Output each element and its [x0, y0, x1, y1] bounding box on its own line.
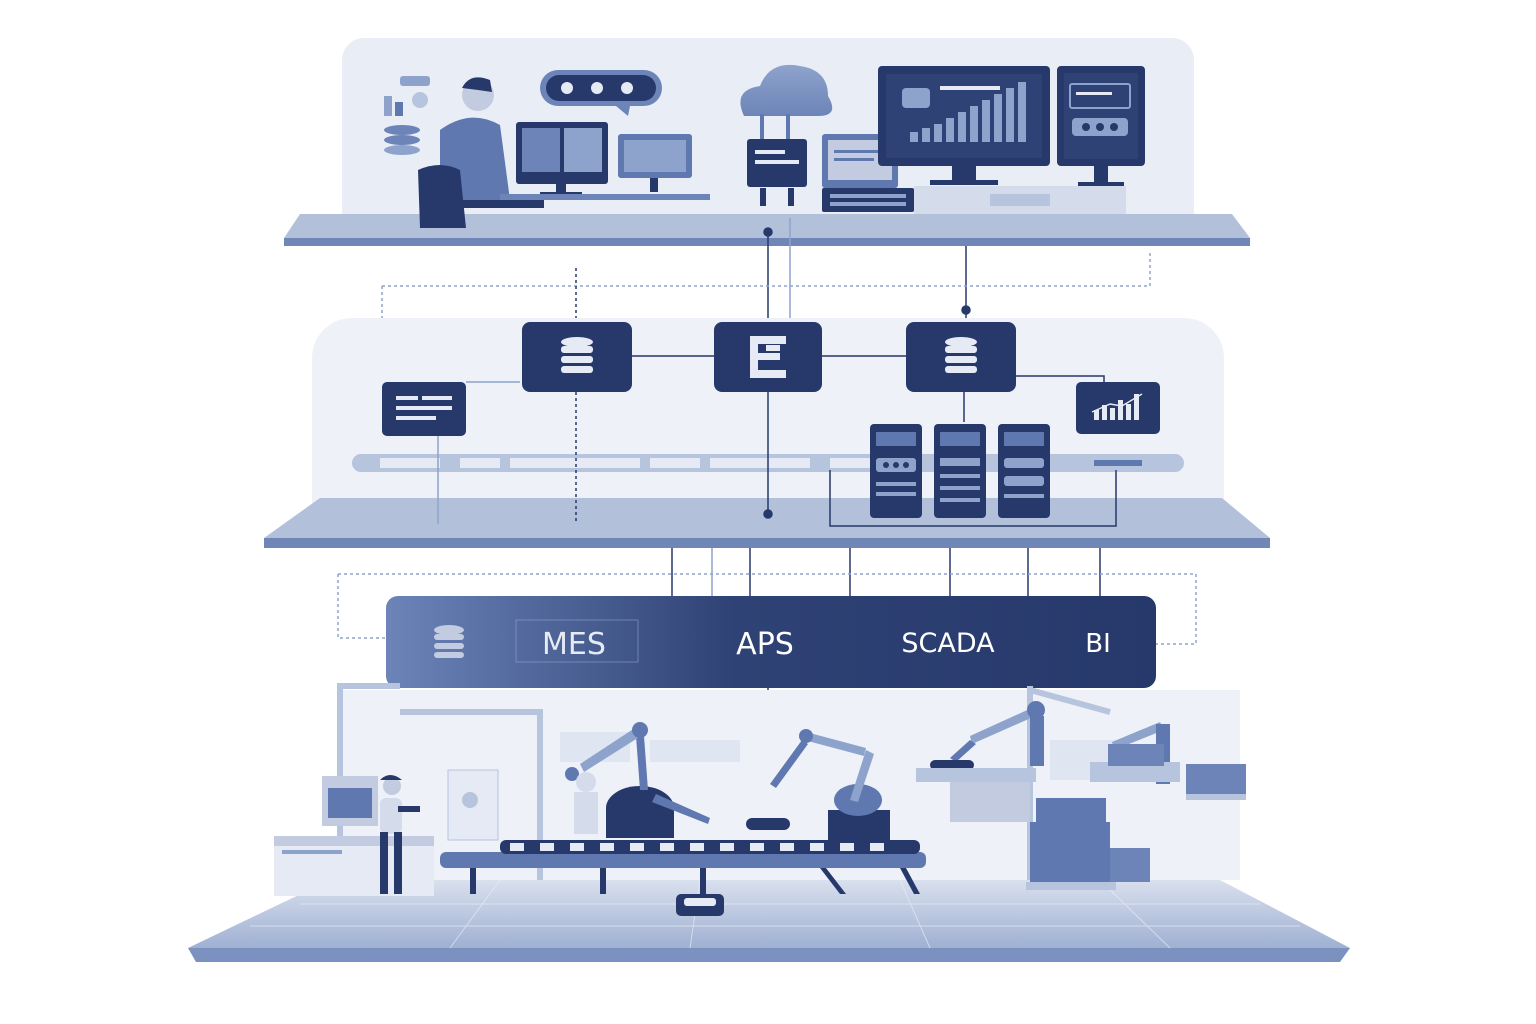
integration-layer	[264, 318, 1270, 548]
person-at-desk-icon	[418, 77, 544, 228]
pallet-stack-icon	[1108, 744, 1246, 882]
pallet-stack-icon	[1026, 798, 1116, 890]
keyboard-console-icon	[822, 134, 914, 212]
database-icon	[434, 625, 464, 658]
data-bus-segments	[380, 458, 870, 468]
erp-logo-icon	[750, 336, 786, 378]
system-label-bi[interactable]: BI	[1085, 629, 1111, 659]
dashboard-bar-chart	[910, 82, 1026, 142]
erp-node-center[interactable]	[714, 322, 822, 392]
connector-lines-middle	[437, 352, 1117, 527]
robot-arm-icon	[746, 729, 890, 842]
factory-floor	[188, 880, 1350, 948]
worker-icon	[380, 775, 420, 894]
analytics-monitor-icon	[1057, 66, 1145, 187]
enterprise-layer	[284, 38, 1250, 246]
bus-port	[1094, 460, 1142, 466]
database-icon	[561, 337, 593, 373]
server-card-icon	[747, 139, 807, 206]
bar-chart-icon[interactable]	[1076, 382, 1160, 434]
locker-icon	[447, 769, 499, 841]
agv-cart-icon	[676, 894, 724, 916]
server-rack-icon[interactable]	[998, 424, 1050, 518]
cloud-icon	[740, 64, 833, 140]
control-station-icon	[274, 776, 434, 896]
database-node-right[interactable]	[906, 322, 1016, 392]
console-cabinet-detail	[990, 194, 1050, 206]
robot-arm-icon	[565, 722, 710, 838]
floor-grid	[250, 879, 1300, 949]
robot-arm-icon	[916, 701, 1045, 822]
database-icon	[945, 337, 977, 373]
system-label-scada[interactable]: SCADA	[901, 628, 995, 659]
desk	[500, 194, 710, 200]
dashboard-monitor-icon	[878, 66, 1050, 185]
workstation-monitor-icon	[516, 122, 608, 196]
server-rack-icon[interactable]	[870, 424, 922, 518]
conveyor-rollers	[510, 843, 884, 851]
integration-layer-platform-edge	[264, 538, 1270, 548]
system-label-aps[interactable]: APS	[736, 627, 794, 662]
tablet-monitor-icon	[618, 134, 692, 192]
conveyor-icon	[440, 840, 926, 894]
enterprise-layer-platform	[284, 214, 1250, 238]
system-bar: MES APS SCADA BI	[386, 596, 1156, 688]
system-bar-inset	[515, 619, 639, 663]
database-node-left[interactable]	[522, 322, 632, 392]
conveyor-legs	[470, 868, 920, 894]
server-rack-icon[interactable]	[934, 424, 986, 518]
factory-floor-edge	[188, 948, 1350, 962]
chart-stack-icon	[384, 76, 430, 155]
chat-bubble-icon	[540, 70, 662, 116]
system-label-mes[interactable]: MES	[542, 627, 606, 662]
system-bar-background	[386, 596, 1156, 688]
factory-floor-layer	[188, 683, 1350, 962]
enterprise-layer-platform-edge	[284, 238, 1250, 246]
document-card-icon[interactable]	[382, 382, 466, 436]
